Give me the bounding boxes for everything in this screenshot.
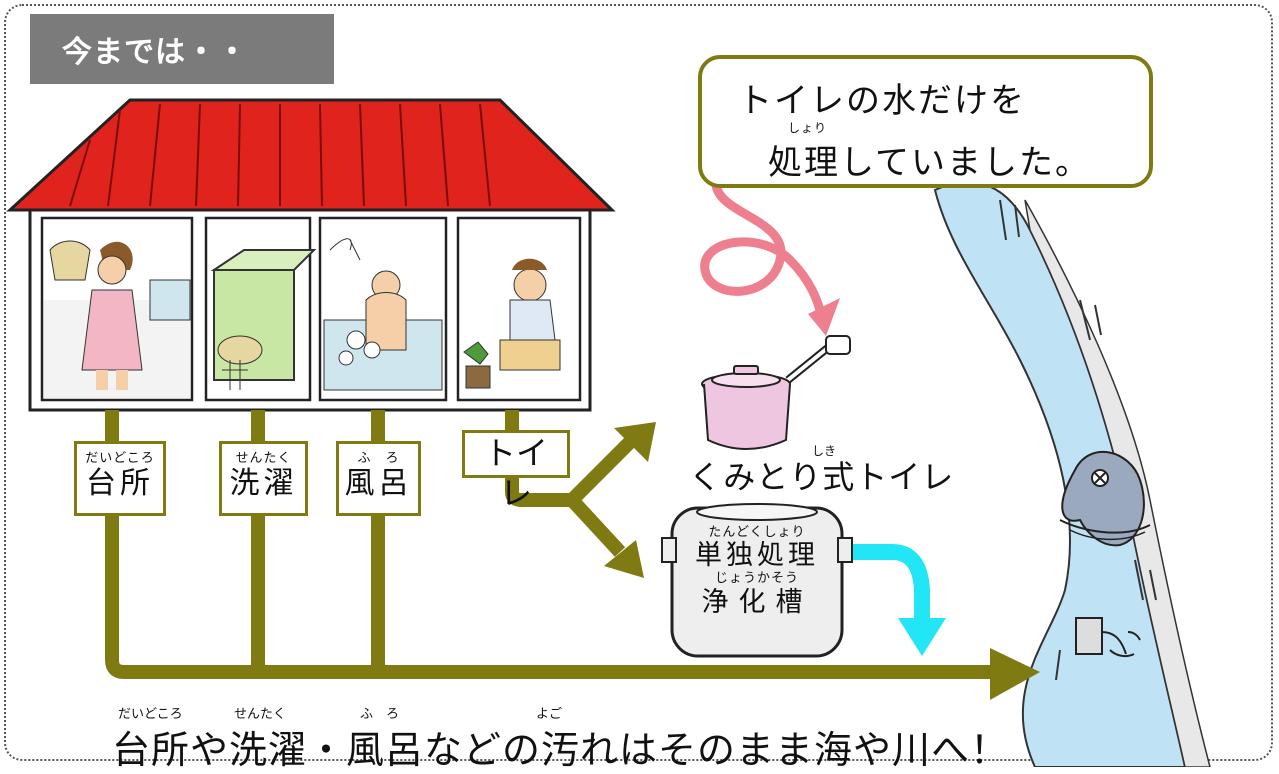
laundry-scene <box>210 249 317 390</box>
kumitori-ruby: しき <box>812 444 837 458</box>
bath-ruby: ふ ろ <box>357 451 400 466</box>
kitchen-label: 台所 <box>86 466 154 501</box>
house <box>6 98 616 412</box>
toilet-pipe <box>505 410 572 507</box>
bottom-ruby-dirt: よご <box>536 707 563 722</box>
branch-down <box>566 495 626 557</box>
bubble-ruby: しょり <box>788 121 828 135</box>
kumitori-pot-icon <box>701 335 851 450</box>
laundry-ruby: せんたく <box>235 451 292 466</box>
septic-tank-icon <box>661 503 853 658</box>
kitchen-pipe <box>105 410 1000 679</box>
bubble-line2: 処理していました。 <box>768 143 1091 183</box>
label-bath: ふ ろ 風呂 <box>336 441 421 516</box>
bottom-caption: 台所や洗濯・風呂などの汚れはそのまま海や川へ！ <box>112 728 1010 772</box>
kitchen-scene <box>44 240 191 398</box>
branch-up-arrowhead <box>614 422 656 462</box>
main-arrowhead <box>990 648 1040 700</box>
river-bank <box>1024 199 1211 767</box>
bottom-ruby-kitchen: だいどころ <box>118 707 183 722</box>
toilet-scene <box>463 258 561 389</box>
pink-arrow <box>700 180 827 323</box>
tank-ruby1: たんどくしょり <box>708 525 806 540</box>
tank-ruby2: じょうかそう <box>714 571 799 586</box>
label-kitchen: だいどころ 台所 <box>74 441 166 516</box>
kitchen-ruby: だいどころ <box>85 451 155 466</box>
cyan-arrow <box>852 544 930 622</box>
branch-up <box>567 437 635 505</box>
label-laundry: せんたく 洗濯 <box>219 441 308 516</box>
house-roof <box>6 98 616 212</box>
bath-label: 風呂 <box>344 466 413 501</box>
laundry-label: 洗濯 <box>229 466 298 501</box>
branch-down-arrowhead <box>604 540 644 578</box>
dotted-frame <box>4 4 1273 761</box>
bottom-ruby-bath: ふ ろ <box>360 707 400 722</box>
bottom-ruby-laundry: せんたく <box>234 707 287 722</box>
tank-label1: 単独処理 <box>695 540 819 571</box>
river-ripples <box>999 199 1157 681</box>
bubble-line1: トイレの水だけを <box>738 81 1026 121</box>
label-toilet: トイレ <box>462 430 570 512</box>
speech-bubble: トイレの水だけを しょり 処理していました。 <box>698 55 1153 188</box>
outfall-pipe-icon <box>1075 617 1141 658</box>
section-title: 今までは・・ <box>30 14 334 84</box>
fish-icon <box>1059 451 1151 547</box>
kumitori-label: くみとり式トイレ <box>689 458 955 496</box>
bath-scene <box>323 238 443 391</box>
tank-text: たんどくしょり 単独処理 じょうかそう 浄化槽 <box>676 526 838 620</box>
tank-label2: 浄化槽 <box>701 587 813 618</box>
